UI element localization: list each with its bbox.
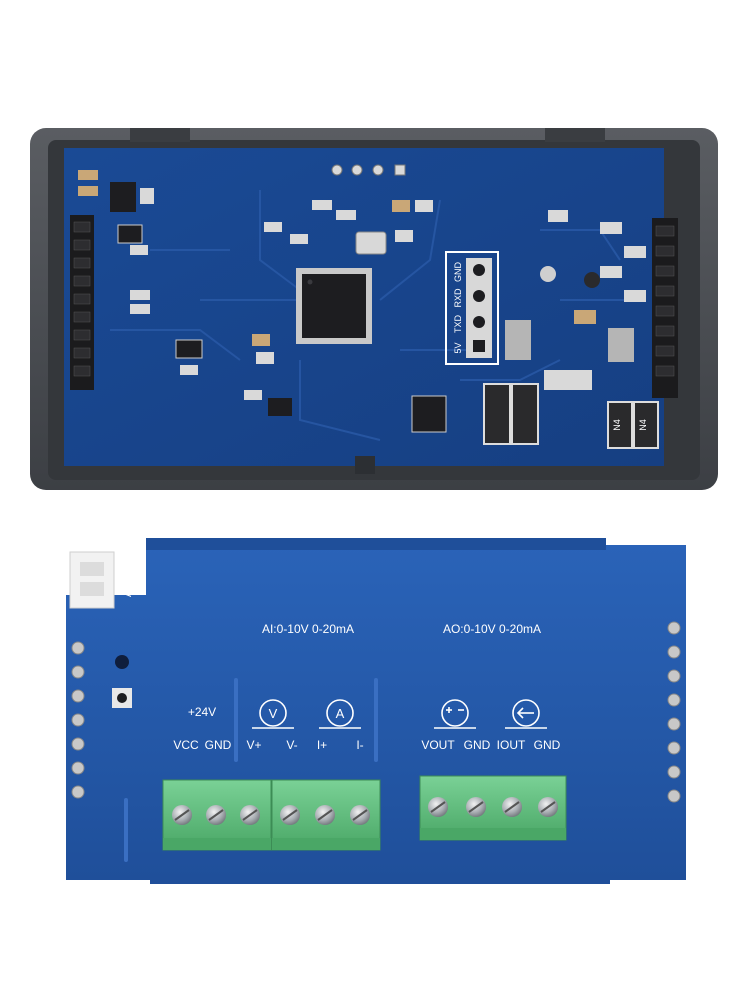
label-i-plus: I+ bbox=[317, 738, 327, 752]
ao-section-label: AO:0-10V 0-20mA bbox=[443, 622, 541, 636]
right-pin-header bbox=[652, 218, 678, 398]
case-clip bbox=[355, 456, 375, 474]
ammeter-symbol: A bbox=[319, 699, 361, 729]
label-v-minus: V- bbox=[286, 738, 297, 752]
pcb-traces bbox=[110, 190, 640, 441]
right-side-pins bbox=[667, 621, 681, 803]
label-gnd: GND bbox=[205, 738, 232, 752]
silkscreen-lines bbox=[124, 678, 378, 862]
mounting-hole bbox=[115, 655, 129, 669]
via-pad bbox=[540, 266, 556, 282]
label-iout: IOUT bbox=[497, 738, 526, 752]
power-component bbox=[511, 383, 539, 445]
svg-text:V: V bbox=[269, 706, 278, 721]
smd-components bbox=[78, 170, 646, 433]
left-pin-header bbox=[70, 215, 94, 390]
ai-section-label: AI:0-10V 0-20mA bbox=[262, 622, 354, 636]
pin-label-b: B bbox=[120, 569, 134, 577]
diode-n4: N4 bbox=[607, 401, 633, 449]
case-clip bbox=[545, 128, 605, 142]
pin-label-rxd: RXD bbox=[453, 288, 463, 308]
pcb-bottom-edge bbox=[150, 874, 610, 884]
uart-header: GND RXD TXD 5V bbox=[445, 251, 499, 365]
terminal-block-output bbox=[419, 775, 567, 841]
pin-label-txd: TXD bbox=[453, 314, 463, 333]
power-component bbox=[483, 383, 511, 445]
via-pad bbox=[584, 272, 600, 288]
top-module: GND RXD TXD 5V N4 N4 bbox=[30, 128, 718, 490]
label-gnd-3: GND bbox=[534, 738, 561, 752]
label-i-minus: I- bbox=[356, 738, 363, 752]
terminal-block-input bbox=[271, 779, 381, 851]
terminal-labels: VCC GND V+ V- I+ I- VOUT GND IOUT GND bbox=[173, 738, 560, 752]
diode-n4: N4 bbox=[633, 401, 659, 449]
pin-label-5v: 5V bbox=[453, 342, 463, 353]
heat-pad bbox=[608, 328, 634, 362]
case-clip bbox=[130, 128, 190, 142]
heat-pad bbox=[505, 320, 531, 360]
terminal-block-power bbox=[162, 779, 272, 851]
supply-label: +24V bbox=[188, 705, 216, 719]
label-vcc: VCC bbox=[173, 738, 199, 752]
mcu-chip bbox=[296, 268, 372, 344]
top-vias bbox=[331, 164, 406, 176]
crystal bbox=[355, 231, 387, 255]
voltmeter-symbol: V bbox=[252, 699, 294, 729]
reset-button-cap bbox=[117, 693, 127, 703]
label-gnd-2: GND bbox=[464, 738, 491, 752]
svg-text:N4: N4 bbox=[612, 419, 622, 431]
pin-label-a: A bbox=[120, 589, 134, 597]
label-vout: VOUT bbox=[421, 738, 455, 752]
label-v-plus: V+ bbox=[246, 738, 261, 752]
jst-connector: A B bbox=[69, 551, 134, 609]
current-source-icon bbox=[505, 699, 547, 729]
svg-text:N4: N4 bbox=[638, 419, 648, 431]
pcb-top-edge bbox=[146, 538, 606, 550]
voltage-source-icon bbox=[434, 699, 476, 729]
pin-label-gnd: GND bbox=[453, 262, 463, 283]
bottom-module: A B AI:0-10V 0-20mA AO:0-10V 0-20mA +24V bbox=[66, 538, 686, 884]
svg-text:A: A bbox=[336, 706, 345, 721]
left-side-pins bbox=[71, 641, 85, 799]
